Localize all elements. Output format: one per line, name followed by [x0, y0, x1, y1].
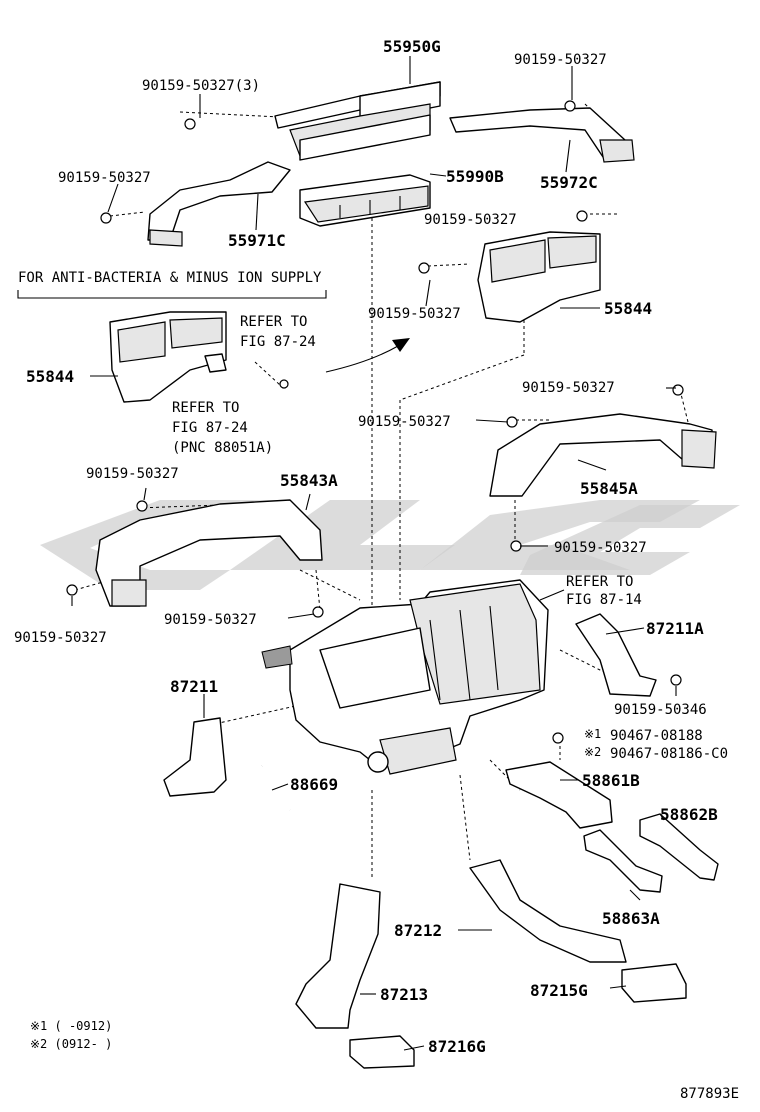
part-87215G [621, 963, 687, 1003]
callout-90159-50327-3: 90159-50327(3) [142, 78, 260, 94]
callout-55972C: 55972C [540, 173, 598, 192]
callout-90159-50327-f: 90159-50327 [358, 414, 451, 430]
callout-58861B: 58861B [582, 771, 640, 790]
part-55971C [147, 161, 291, 247]
callout-55971C: 55971C [228, 231, 286, 250]
part-55845A [489, 413, 717, 497]
notes: FOR ANTI-BACTERIA & MINUS ION SUPPLY REF… [18, 270, 739, 1102]
callout-55844-right: 55844 [604, 299, 652, 318]
part-88669 [248, 765, 291, 812]
footnote-1: ※1 ( -0912) [30, 1019, 112, 1033]
callout-90159-50327-b: 90159-50327 [58, 170, 151, 186]
part-58863A [583, 829, 663, 893]
footnote-2: ※2 (0912- ) [30, 1037, 112, 1051]
callout-87216G: 87216G [428, 1037, 486, 1056]
callout-90159-50327-d: 90159-50327 [368, 306, 461, 322]
bolt-icon [66, 100, 684, 744]
diagram-id: 877893E [680, 1086, 739, 1102]
part-87211A [575, 613, 657, 697]
part-55950G [274, 81, 441, 161]
callout-87215G: 87215G [530, 981, 588, 1000]
callout-55844-left: 55844 [26, 367, 74, 386]
refer-note-b-2: FIG 87-24 [172, 420, 248, 436]
callout-87211A: 87211A [646, 619, 704, 638]
part-55844-right [477, 231, 601, 323]
part-87212 [469, 859, 627, 963]
part-55843A [95, 499, 323, 607]
callout-90159-50327-c: 90159-50327 [424, 212, 517, 228]
callout-87212: 87212 [394, 921, 442, 940]
mark-2: ※2 [584, 745, 601, 759]
callout-55843A: 55843A [280, 471, 338, 490]
callout-90159-50327-h: 90159-50327 [14, 630, 107, 646]
anti-bacteria-note: FOR ANTI-BACTERIA & MINUS ION SUPPLY [18, 270, 322, 286]
callout-90467-08188: 90467-08188 [610, 728, 703, 744]
arrow-icon [325, 338, 410, 373]
heater-unit [261, 579, 549, 775]
refer-note-c-1: REFER TO [566, 574, 633, 590]
part-58862B [639, 813, 719, 881]
refer-note-a-2: FIG 87-24 [240, 334, 316, 350]
callout-55990B: 55990B [446, 167, 504, 186]
callout-87211: 87211 [170, 677, 218, 696]
leader-lines [17, 56, 677, 1051]
callout-90159-50327-a: 90159-50327 [514, 52, 607, 68]
callout-90159-50327-i: 90159-50327 [554, 540, 647, 556]
callout-58863A: 58863A [602, 909, 660, 928]
callout-labels: 55950G 90159-50327(3) 90159-50327 55990B… [14, 37, 728, 1056]
callout-90467-08186: 90467-08186-C0 [610, 746, 728, 762]
refer-note-b-3: (PNC 88051A) [172, 440, 273, 456]
part-55972C [449, 107, 635, 163]
part-87216G [349, 1035, 415, 1069]
callout-90159-50327-e: 90159-50327 [522, 380, 615, 396]
refer-note-a-1: REFER TO [240, 314, 307, 330]
callout-87213: 87213 [380, 985, 428, 1004]
part-55990B [299, 174, 431, 227]
callout-90159-50327-j: 90159-50327 [164, 612, 257, 628]
part-55844-left [109, 311, 227, 403]
callout-90159-50346: 90159-50346 [614, 702, 707, 718]
part-87211 [163, 717, 227, 797]
refer-note-c-2: FIG 87-14 [566, 592, 642, 608]
callout-55950G: 55950G [383, 37, 441, 56]
refer-note-b-1: REFER TO [172, 400, 239, 416]
callout-58862B: 58862B [660, 805, 718, 824]
callout-90159-50327-g: 90159-50327 [86, 466, 179, 482]
part-58861B [505, 761, 613, 829]
mark-1: ※1 [584, 727, 601, 741]
callout-88669: 88669 [290, 775, 338, 794]
callout-55845A: 55845A [580, 479, 638, 498]
part-87213 [295, 883, 381, 1029]
